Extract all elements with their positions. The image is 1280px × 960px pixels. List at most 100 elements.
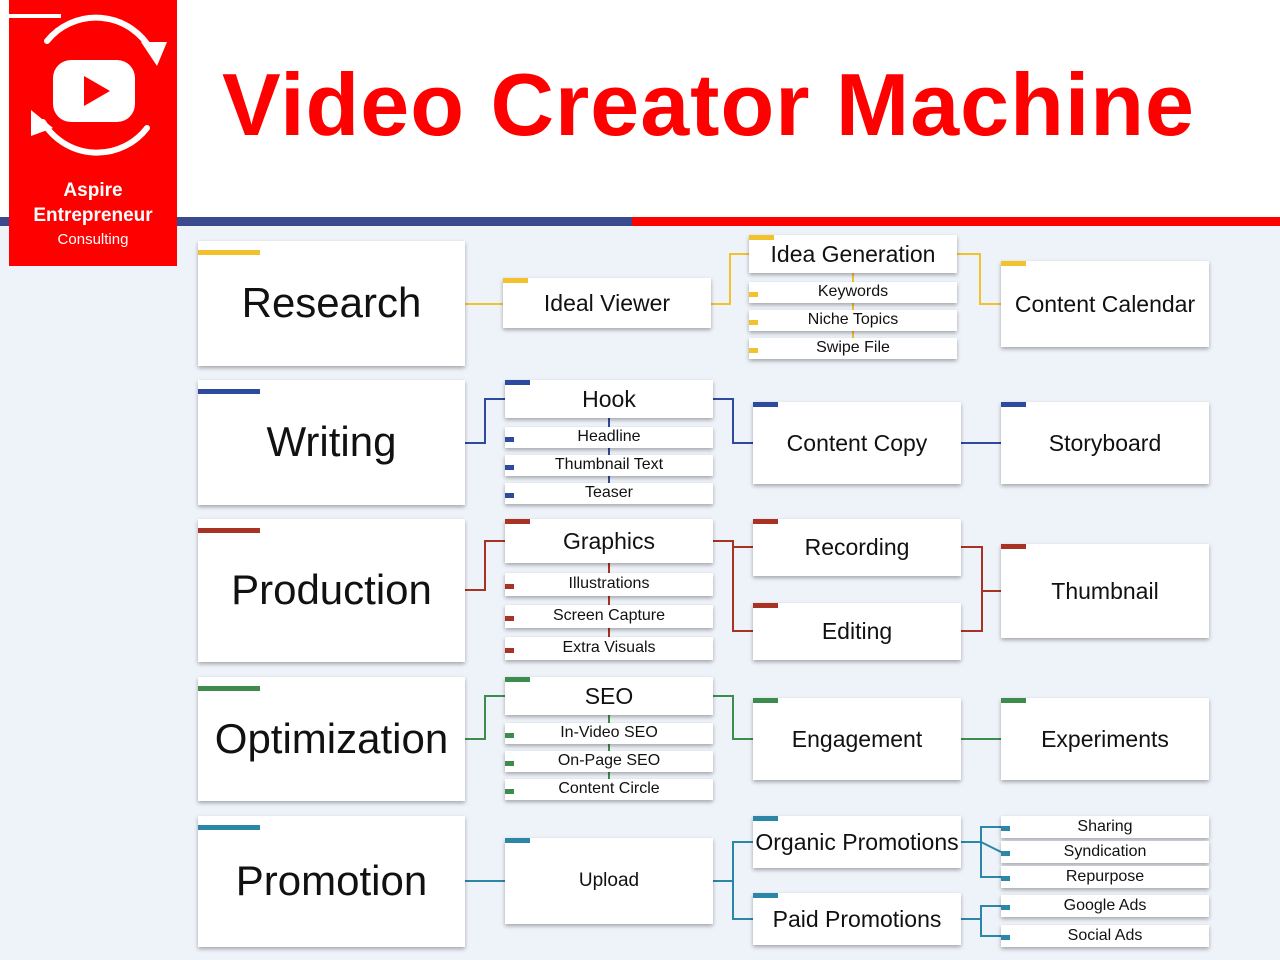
node-social-ads-label: Social Ads bbox=[1067, 926, 1143, 944]
header-divider-red bbox=[632, 217, 1280, 226]
node-repurpose-accent bbox=[1001, 876, 1010, 882]
node-experiments-accent bbox=[1001, 698, 1026, 703]
stage-optimization: Optimization bbox=[198, 677, 465, 801]
brand-logo: Aspire Entrepreneur Consulting bbox=[9, 0, 177, 266]
node-thumbnail-accent bbox=[1001, 544, 1026, 549]
connector-promotion-2 bbox=[732, 881, 753, 920]
stage-optimization-label: Optimization bbox=[214, 714, 449, 762]
node-storyboard-accent bbox=[1001, 402, 1026, 407]
node-seo: SEO bbox=[505, 677, 713, 715]
connector-production-0 bbox=[465, 540, 505, 591]
node-headline: Headline bbox=[505, 427, 713, 448]
node-graphics: Graphics bbox=[505, 519, 713, 563]
stage-writing-label: Writing bbox=[266, 418, 397, 466]
node-experiments-label: Experiments bbox=[1041, 725, 1169, 752]
stage-production: Production bbox=[198, 519, 465, 662]
node-thumbnail: Thumbnail bbox=[1001, 544, 1209, 638]
node-extra-visuals-accent bbox=[505, 647, 514, 653]
node-keywords-accent bbox=[749, 291, 758, 297]
stage-research: Research bbox=[198, 241, 465, 366]
connector-optimization-2 bbox=[713, 695, 753, 740]
node-paid-promotions-accent bbox=[753, 893, 778, 898]
node-teaser: Teaser bbox=[505, 483, 713, 504]
node-headline-accent bbox=[505, 436, 514, 442]
stage-promotion-accent bbox=[198, 825, 260, 830]
node-storyboard-label: Storyboard bbox=[1048, 429, 1162, 456]
node-recording-accent bbox=[753, 519, 778, 524]
stage-production-label: Production bbox=[231, 566, 432, 614]
stage-optimization-accent bbox=[198, 686, 260, 691]
node-organic-promotions-accent bbox=[753, 816, 778, 821]
node-content-circle-label: Content Circle bbox=[558, 780, 660, 798]
stage-promotion: Promotion bbox=[198, 816, 465, 947]
node-content-circle: Content Circle bbox=[505, 779, 713, 800]
node-content-calendar-accent bbox=[1001, 261, 1026, 266]
node-paid-promotions-label: Paid Promotions bbox=[772, 905, 942, 932]
page-title: Video Creator Machine bbox=[222, 55, 1195, 154]
node-content-copy-label: Content Copy bbox=[786, 429, 928, 456]
node-niche-topics-accent bbox=[749, 319, 758, 325]
stage-promotion-label: Promotion bbox=[235, 857, 428, 905]
node-social-ads-accent bbox=[1001, 935, 1010, 941]
node-organic-promotions-label: Organic Promotions bbox=[755, 828, 959, 855]
connector-writing-0 bbox=[465, 398, 505, 444]
connector-promotion-7 bbox=[980, 919, 1001, 937]
brand-subtitle: Consulting bbox=[57, 231, 129, 248]
connector-promotion-5 bbox=[980, 842, 1001, 878]
node-engagement: Engagement bbox=[753, 698, 961, 780]
node-keywords-label: Keywords bbox=[817, 283, 889, 301]
node-teaser-label: Teaser bbox=[584, 484, 634, 502]
node-screen-capture-accent bbox=[505, 615, 514, 621]
node-sharing: Sharing bbox=[1001, 816, 1209, 838]
node-storyboard: Storyboard bbox=[1001, 402, 1209, 484]
node-headline-label: Headline bbox=[577, 428, 641, 446]
stage-production-accent bbox=[198, 528, 260, 533]
node-repurpose: Repurpose bbox=[1001, 866, 1209, 888]
node-illustrations-label: Illustrations bbox=[568, 575, 650, 593]
node-google-ads-accent bbox=[1001, 905, 1010, 911]
node-editing: Editing bbox=[753, 603, 961, 660]
node-illustrations: Illustrations bbox=[505, 573, 713, 596]
connector-production-3 bbox=[732, 541, 753, 632]
node-idea-generation-accent bbox=[749, 235, 774, 240]
stage-writing: Writing bbox=[198, 380, 465, 505]
node-niche-topics: Niche Topics bbox=[749, 310, 957, 331]
connector-research-4 bbox=[957, 253, 1001, 305]
node-extra-visuals: Extra Visuals bbox=[505, 637, 713, 660]
connector-optimization-0 bbox=[465, 695, 505, 740]
node-hook-accent bbox=[505, 380, 530, 385]
node-niche-topics-label: Niche Topics bbox=[807, 311, 899, 329]
node-in-video-seo: In-Video SEO bbox=[505, 723, 713, 744]
node-recording-label: Recording bbox=[804, 534, 910, 561]
node-on-page-seo-label: On-Page SEO bbox=[557, 752, 661, 770]
node-graphics-accent bbox=[505, 519, 530, 524]
node-content-copy: Content Copy bbox=[753, 402, 961, 484]
node-experiments: Experiments bbox=[1001, 698, 1209, 780]
node-thumbnail-text: Thumbnail Text bbox=[505, 455, 713, 476]
node-swipe-file: Swipe File bbox=[749, 338, 957, 359]
node-editing-label: Editing bbox=[821, 618, 893, 645]
node-ideal-viewer-accent bbox=[503, 278, 528, 283]
node-on-page-seo-accent bbox=[505, 760, 514, 766]
node-hook: Hook bbox=[505, 380, 713, 418]
node-on-page-seo: On-Page SEO bbox=[505, 751, 713, 772]
connector-promotion-3 bbox=[961, 826, 1001, 843]
connector-production-4 bbox=[961, 546, 983, 632]
node-seo-label: SEO bbox=[584, 682, 634, 709]
node-extra-visuals-label: Extra Visuals bbox=[562, 639, 656, 657]
node-screen-capture-label: Screen Capture bbox=[552, 607, 666, 625]
connector-research-1 bbox=[711, 253, 749, 305]
node-swipe-file-accent bbox=[749, 347, 758, 353]
brand-name: Aspire Entrepreneur bbox=[33, 180, 153, 226]
connector-promotion-1 bbox=[713, 841, 753, 882]
node-engagement-label: Engagement bbox=[791, 725, 923, 752]
node-graphics-label: Graphics bbox=[562, 527, 656, 554]
header-divider-blue bbox=[0, 217, 632, 226]
node-illustrations-accent bbox=[505, 583, 514, 589]
node-organic-promotions: Organic Promotions bbox=[753, 816, 961, 868]
node-content-circle-accent bbox=[505, 788, 514, 794]
node-google-ads-label: Google Ads bbox=[1063, 896, 1147, 914]
node-screen-capture: Screen Capture bbox=[505, 605, 713, 628]
node-sharing-accent bbox=[1001, 826, 1010, 832]
node-teaser-accent bbox=[505, 492, 514, 498]
